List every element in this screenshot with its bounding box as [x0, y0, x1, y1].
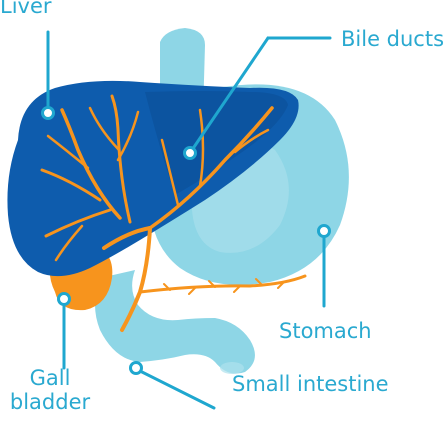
gall-bladder-label-line2: bladder [9, 390, 91, 414]
liver-left-lobe-shade [145, 91, 288, 195]
bile-duct-network [40, 94, 307, 332]
duct-left-3 [46, 134, 90, 170]
gall-bladder-label: Gall bladder [0, 366, 100, 414]
small-intestine-pointer-line [136, 368, 216, 410]
stomach-pin [317, 224, 331, 238]
duct-left-4 [44, 208, 112, 238]
duct-right-4 [160, 138, 180, 207]
duct-right-2 [198, 108, 205, 188]
small-intestine-pin [129, 361, 143, 375]
duct-left-5 [54, 224, 84, 262]
duct-mid-3 [116, 110, 140, 162]
duct-mid-2 [88, 106, 121, 152]
small-intestine-label: Small intestine [232, 372, 389, 396]
pointer-pins [41, 106, 331, 375]
pancreatic-duct-twigs [163, 278, 285, 295]
duct-left-1 [60, 108, 122, 220]
gall-bladder-pin [57, 292, 71, 306]
intestine-loop-shade [220, 362, 244, 374]
bile-ducts-pointer-line-d [190, 36, 270, 152]
duct-mid-1 [110, 94, 132, 224]
liver-label: Liver [0, 0, 52, 18]
stomach-label: Stomach [279, 319, 372, 343]
pointers [46, 30, 332, 410]
bile-ducts-label: Bile ducts [341, 27, 445, 51]
hepatic-duct-main [102, 226, 152, 250]
gall-bladder-label-line1: Gall [29, 366, 71, 390]
duct-right-3 [233, 128, 270, 154]
bile-ducts-pin [183, 146, 197, 160]
duct-left-2 [40, 168, 102, 202]
liver-pin [41, 106, 55, 120]
small-intestine [95, 270, 255, 374]
duct-right-1 [148, 106, 274, 230]
